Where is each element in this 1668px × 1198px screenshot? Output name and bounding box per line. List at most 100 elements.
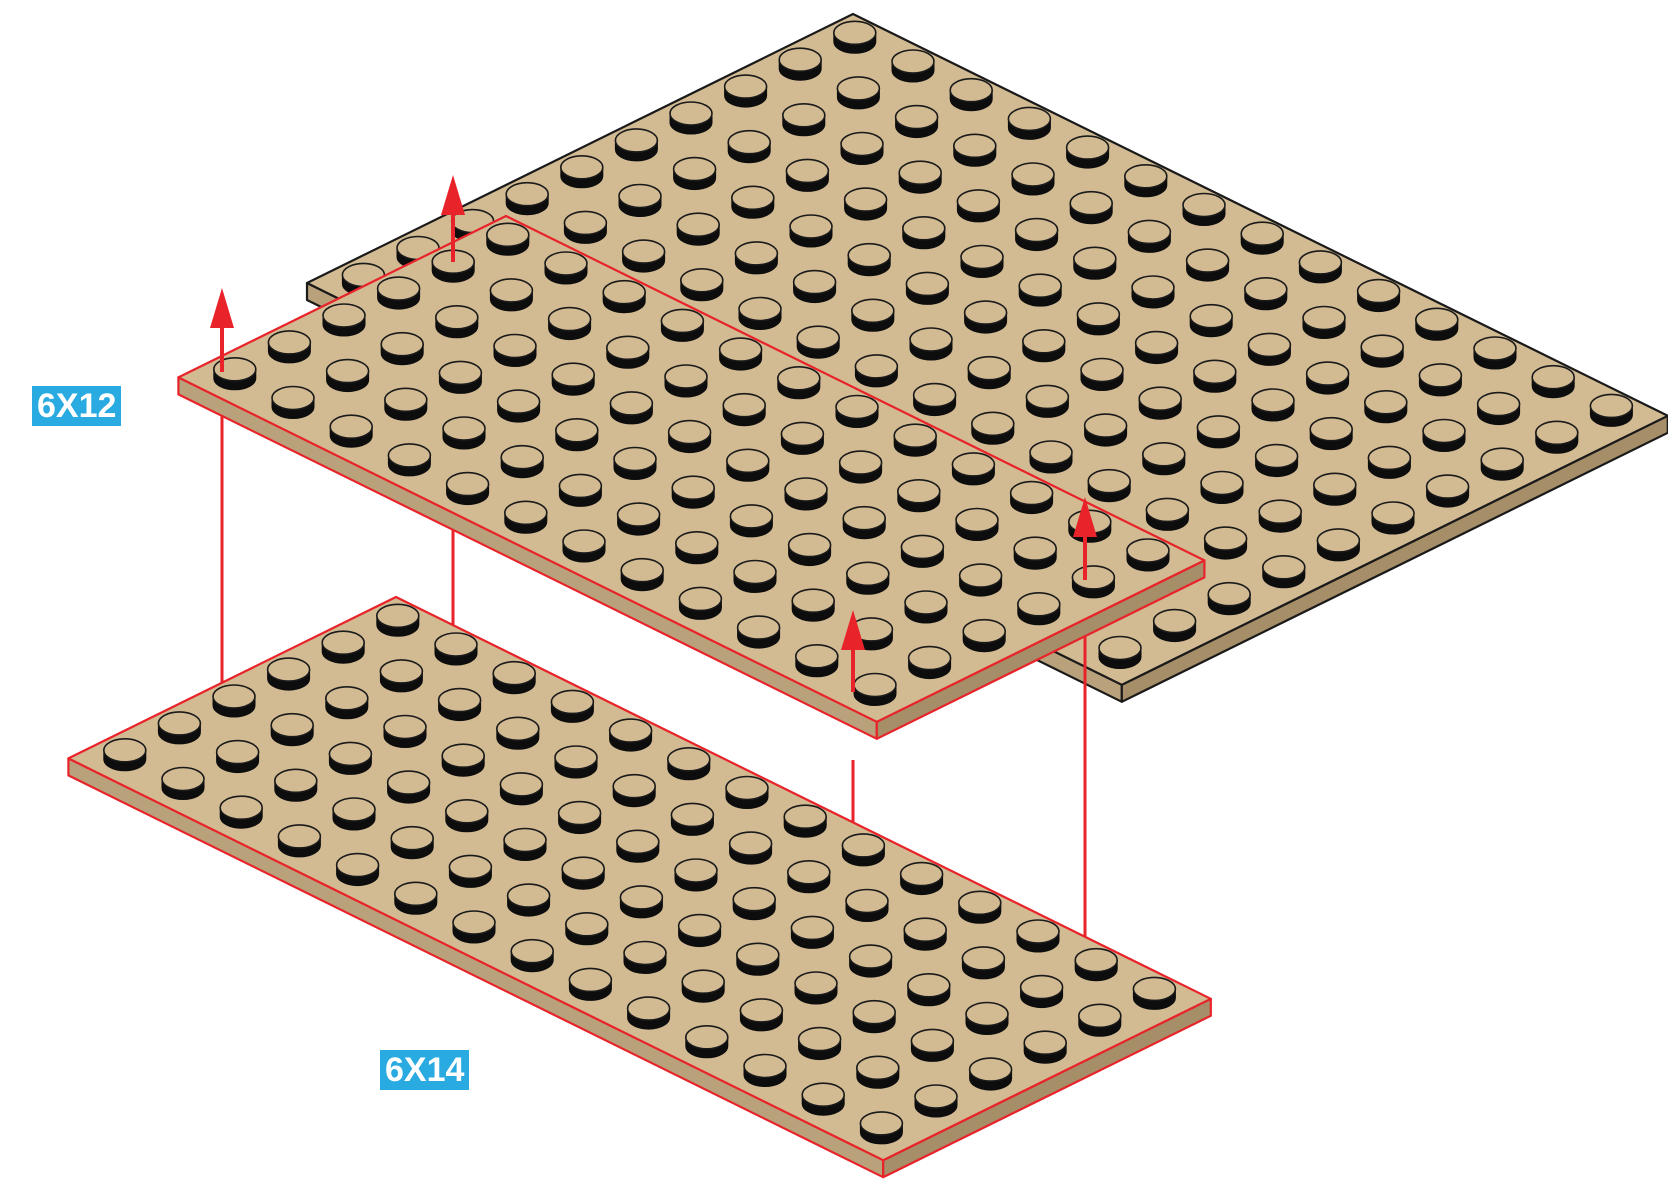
stud bbox=[1190, 305, 1232, 337]
stud bbox=[669, 421, 711, 453]
stud bbox=[909, 647, 951, 679]
stud bbox=[326, 687, 368, 719]
stud bbox=[1014, 537, 1056, 569]
stud bbox=[972, 412, 1014, 444]
stud bbox=[789, 534, 831, 566]
stud bbox=[1361, 335, 1403, 367]
stud bbox=[896, 106, 938, 138]
stud bbox=[781, 422, 823, 454]
stud bbox=[905, 591, 947, 623]
stud bbox=[679, 915, 721, 947]
stud bbox=[559, 474, 601, 506]
stud bbox=[739, 298, 781, 330]
stud bbox=[213, 685, 255, 717]
stud bbox=[1248, 333, 1290, 365]
stud bbox=[439, 361, 481, 393]
stud bbox=[1303, 307, 1345, 339]
stud bbox=[1310, 418, 1352, 450]
stud bbox=[1187, 249, 1229, 281]
stud bbox=[733, 888, 775, 920]
stud bbox=[378, 277, 420, 309]
stud bbox=[104, 739, 146, 771]
stud bbox=[1368, 446, 1410, 478]
stud bbox=[395, 882, 437, 914]
stud bbox=[837, 77, 879, 109]
stud bbox=[778, 367, 820, 399]
stud bbox=[1125, 165, 1167, 197]
stud bbox=[720, 338, 762, 370]
stud bbox=[841, 133, 883, 165]
stud bbox=[1136, 332, 1178, 364]
stud bbox=[1075, 949, 1117, 981]
stud bbox=[672, 476, 714, 508]
stud bbox=[799, 1028, 841, 1060]
stud bbox=[850, 945, 892, 977]
stud bbox=[614, 448, 656, 480]
stud bbox=[551, 690, 593, 722]
stud bbox=[1018, 593, 1060, 625]
stud bbox=[846, 890, 888, 922]
stud bbox=[956, 509, 998, 541]
stud bbox=[391, 827, 433, 859]
stud bbox=[603, 281, 645, 313]
stud bbox=[901, 535, 943, 567]
stud bbox=[442, 744, 484, 776]
stud bbox=[1201, 472, 1243, 504]
stud bbox=[785, 478, 827, 510]
stud bbox=[1154, 610, 1196, 642]
stud bbox=[898, 480, 940, 512]
stud bbox=[1474, 337, 1516, 369]
stud bbox=[501, 446, 543, 478]
stud bbox=[661, 309, 703, 341]
stud bbox=[556, 419, 598, 451]
stud bbox=[686, 1026, 728, 1058]
stud bbox=[677, 213, 719, 245]
stud bbox=[1139, 387, 1181, 419]
stud bbox=[388, 771, 430, 803]
stud bbox=[615, 129, 657, 161]
stud bbox=[1372, 502, 1414, 534]
stud bbox=[1358, 280, 1400, 312]
stud bbox=[272, 387, 314, 419]
stud bbox=[1021, 976, 1063, 1008]
stud bbox=[730, 832, 772, 864]
stud bbox=[506, 183, 548, 215]
stud bbox=[1023, 330, 1065, 362]
stud bbox=[1256, 445, 1298, 477]
stud bbox=[744, 1055, 786, 1087]
stud bbox=[796, 645, 838, 677]
stud bbox=[779, 48, 821, 80]
stud bbox=[268, 658, 310, 690]
stud bbox=[843, 507, 885, 539]
stud bbox=[906, 272, 948, 304]
stud bbox=[1536, 421, 1578, 453]
stud bbox=[1127, 539, 1169, 571]
stud bbox=[337, 854, 379, 886]
stud bbox=[854, 674, 896, 706]
stud bbox=[834, 21, 876, 53]
stud bbox=[737, 943, 779, 975]
stud bbox=[384, 716, 426, 748]
stud bbox=[1208, 583, 1250, 615]
stud bbox=[962, 947, 1004, 979]
stud bbox=[727, 449, 769, 481]
stud bbox=[853, 1001, 895, 1033]
stud bbox=[966, 1003, 1008, 1035]
stud bbox=[899, 161, 941, 193]
stud bbox=[855, 355, 897, 387]
stud bbox=[449, 855, 491, 887]
stud bbox=[1011, 482, 1053, 514]
stud bbox=[549, 308, 591, 340]
stud bbox=[679, 587, 721, 619]
stud bbox=[1365, 391, 1407, 423]
stud bbox=[791, 916, 833, 948]
stud bbox=[1197, 416, 1239, 448]
stud bbox=[668, 748, 710, 780]
stud bbox=[1478, 393, 1520, 425]
stud bbox=[613, 775, 655, 807]
stud bbox=[500, 773, 542, 805]
stud bbox=[952, 453, 994, 485]
stud bbox=[1072, 566, 1114, 598]
stud bbox=[271, 714, 313, 746]
stud bbox=[617, 830, 659, 862]
